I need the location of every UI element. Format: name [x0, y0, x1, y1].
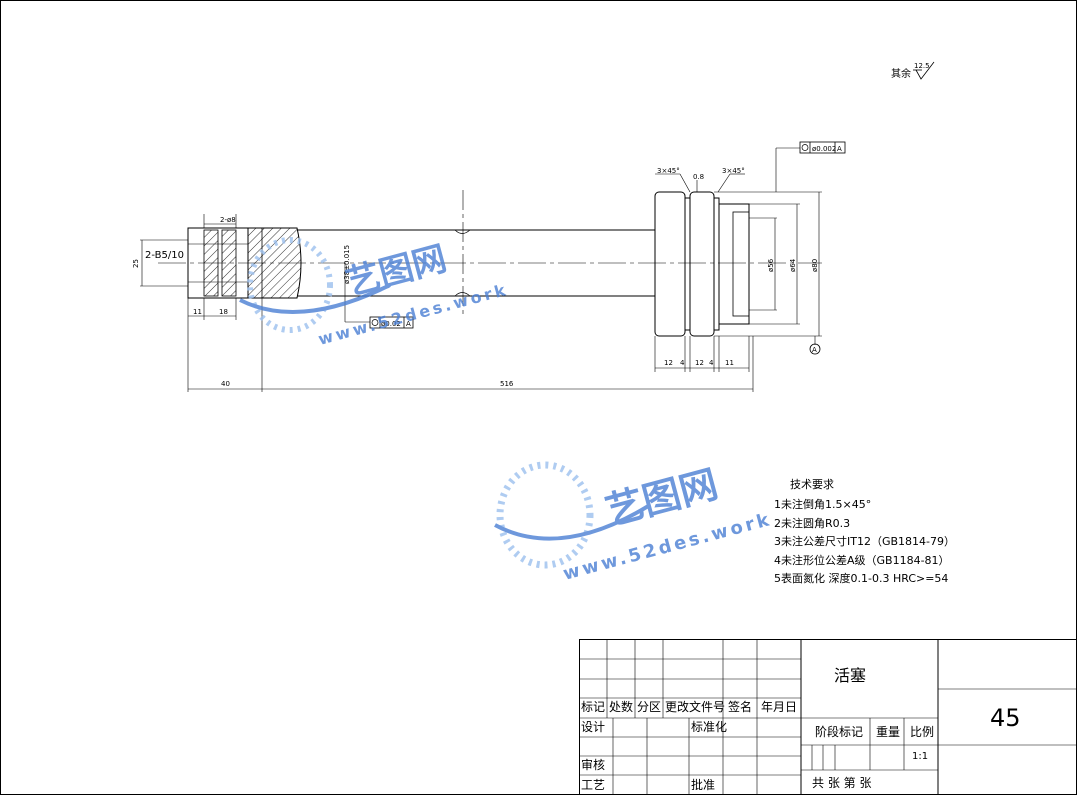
rev-header-docno: 更改文件号	[665, 700, 726, 714]
datum-symbol-icon	[809, 343, 821, 355]
svg-text:18: 18	[219, 308, 228, 316]
tech-heading: 技术要求	[790, 478, 834, 491]
process-label: 工艺	[581, 778, 606, 792]
svg-text:ø80: ø80	[811, 259, 819, 272]
svg-text:4: 4	[680, 359, 685, 367]
svg-text:艺图网: 艺图网	[342, 239, 451, 304]
svg-text:2-B5/10: 2-B5/10	[145, 250, 184, 261]
tech-item-3: 3未注公差尺寸IT12（GB1814-79）	[774, 535, 955, 548]
tolerance-frame-right	[799, 141, 846, 154]
svg-text:25: 25	[132, 259, 140, 268]
svg-text:40: 40	[221, 380, 230, 388]
watermark-globe-icon-2	[496, 461, 594, 569]
svg-text:艺图网: 艺图网	[601, 462, 723, 534]
design-label: 设计	[581, 720, 606, 734]
svg-text:ø38±0.015: ø38±0.015	[343, 245, 351, 284]
standardize-label: 标准化	[691, 720, 728, 734]
svg-text:3×45°: 3×45°	[657, 167, 680, 175]
rev-header-mark: 标记	[581, 700, 606, 714]
roughness-value: 12.5	[914, 62, 930, 70]
scale-value: 1:1	[912, 751, 929, 762]
watermark-middle: 艺图网 www.52des.work	[494, 461, 774, 585]
part-name: 活塞	[834, 666, 867, 685]
roughness-prefix: 其余	[891, 67, 911, 80]
sheet-count: 共 张 第 张	[812, 776, 872, 790]
svg-text:516: 516	[500, 380, 514, 388]
rev-header-date: 年月日	[761, 700, 798, 714]
svg-text:ø0.02: ø0.02	[381, 320, 401, 328]
svg-text:4: 4	[709, 359, 714, 367]
svg-text:ø64: ø64	[789, 258, 797, 272]
svg-text:12: 12	[664, 359, 673, 367]
rev-header-zone: 分区	[637, 700, 662, 714]
tech-item-1: 1未注倒角1.5×45°	[774, 498, 872, 511]
tech-item-5: 5表面氮化 深度0.1-0.3 HRC>=54	[774, 572, 949, 585]
rev-header-sign: 签名	[728, 700, 753, 714]
svg-text:12: 12	[695, 359, 704, 367]
svg-text:2-ø8: 2-ø8	[220, 216, 236, 224]
svg-text:11: 11	[725, 359, 734, 367]
approve-label: 批准	[691, 778, 716, 792]
svg-text:www.52des.work: www.52des.work	[561, 509, 774, 585]
weight-label: 重量	[876, 725, 901, 739]
svg-text:A: A	[406, 320, 411, 328]
svg-text:0.8: 0.8	[693, 173, 704, 181]
svg-text:ø56: ø56	[767, 258, 775, 272]
rev-header-count: 处数	[609, 700, 634, 714]
drawing-number: 45	[990, 704, 1021, 732]
svg-text:A: A	[812, 346, 817, 354]
svg-text:ø0.002: ø0.002	[812, 145, 836, 153]
svg-text:A: A	[837, 145, 842, 153]
runout-icon	[371, 319, 379, 326]
scale-label: 比例	[910, 725, 935, 739]
tech-item-2: 2未注圆角R0.3	[774, 517, 851, 530]
roughness-symbol-icon	[915, 61, 935, 80]
svg-text:3×45°: 3×45°	[722, 167, 745, 175]
piston-head	[654, 191, 822, 337]
flatness-icon	[801, 144, 809, 151]
svg-text:11: 11	[193, 308, 202, 316]
dimension-lines	[140, 147, 816, 392]
tech-item-4: 4未注形位公差A级（GB1184-81）	[774, 554, 950, 567]
tolerance-frame-rod	[369, 316, 414, 329]
stage-mark-label: 阶段标记	[815, 725, 864, 739]
dimension-labels: 3×45° 3×45° 0.8 2-ø8 2-B5/10 25 ø38±0.01…	[132, 167, 819, 388]
surface-roughness-note: 其余 12.5	[891, 61, 935, 80]
review-label: 审核	[581, 758, 606, 772]
